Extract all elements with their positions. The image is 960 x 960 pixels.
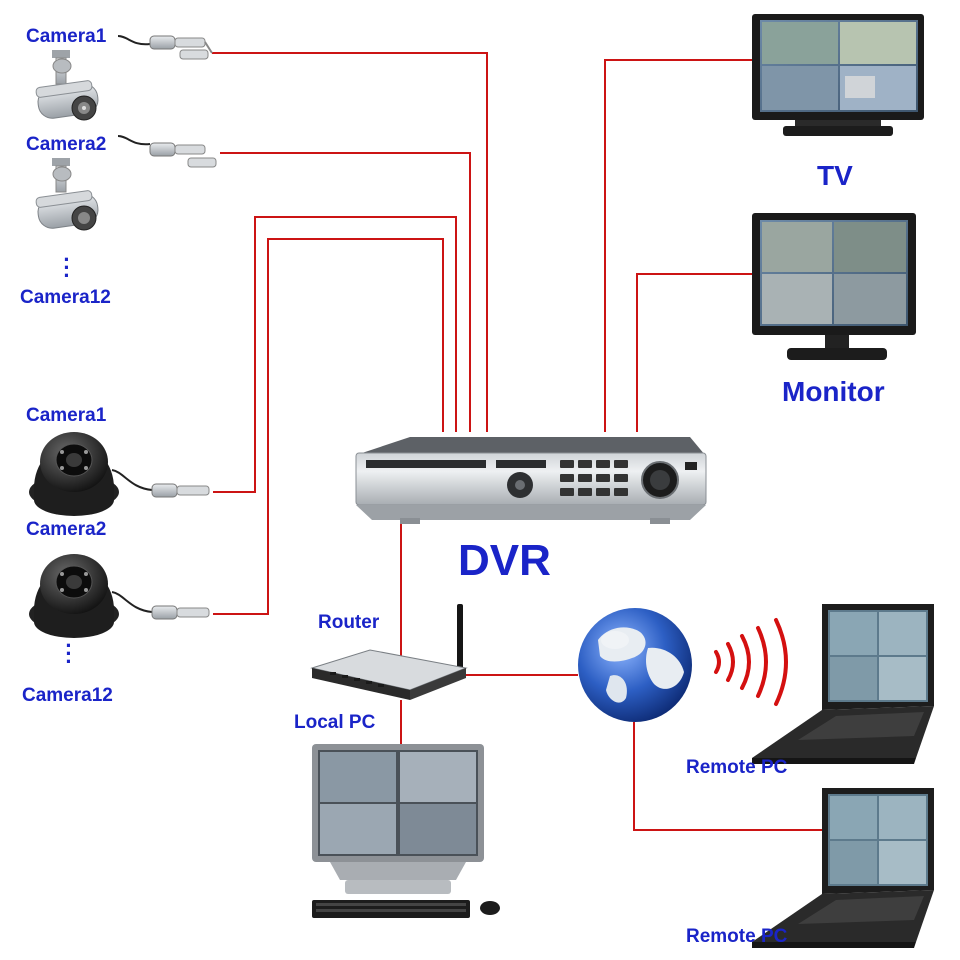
desktop-pc-icon [312, 744, 500, 918]
bullet-camera-icon [35, 135, 217, 231]
label-tv: TV [817, 160, 853, 191]
wires [212, 52, 822, 831]
tv-icon [752, 14, 924, 136]
wireless-signal-icon [714, 618, 788, 706]
wire-dome-camera1 [213, 216, 457, 493]
label-bullet-camera2: Camera2 [26, 134, 107, 155]
wire-bullet-camera2 [220, 152, 471, 432]
laptop-icon [752, 788, 934, 948]
label-local-pc: Local PC [294, 712, 376, 733]
wire-bullet-camera1 [212, 52, 488, 432]
router-icon [310, 604, 468, 700]
dvr-icon [355, 437, 707, 524]
label-dvr: DVR [458, 536, 551, 585]
label-dome-camera2: Camera2 [26, 519, 107, 540]
dome-camera-icon [29, 554, 210, 638]
label-bullet-camera12: Camera12 [20, 287, 111, 308]
dome-camera-icon [29, 432, 210, 516]
label-remote-pc-1: Remote PC [686, 757, 788, 778]
wire-globe-remote-pc [633, 722, 822, 831]
bullet-camera-icon [35, 35, 213, 121]
label-bullet-camera1: Camera1 [26, 26, 107, 47]
label-dome-camera12: Camera12 [22, 685, 113, 706]
ellipsis-dots: ··· [63, 247, 71, 288]
label-dome-camera1: Camera1 [26, 405, 107, 426]
monitor-icon [752, 213, 916, 360]
globe-icon [578, 608, 692, 722]
label-router: Router [318, 612, 380, 633]
laptop-icon [752, 604, 934, 764]
label-remote-pc-2: Remote PC [686, 926, 788, 947]
wire-dome-camera2 [213, 238, 444, 615]
wire-monitor [636, 273, 755, 432]
wire-tv [604, 59, 755, 432]
label-monitor: Monitor [782, 376, 885, 407]
ellipsis-dots: ··· [65, 633, 73, 674]
